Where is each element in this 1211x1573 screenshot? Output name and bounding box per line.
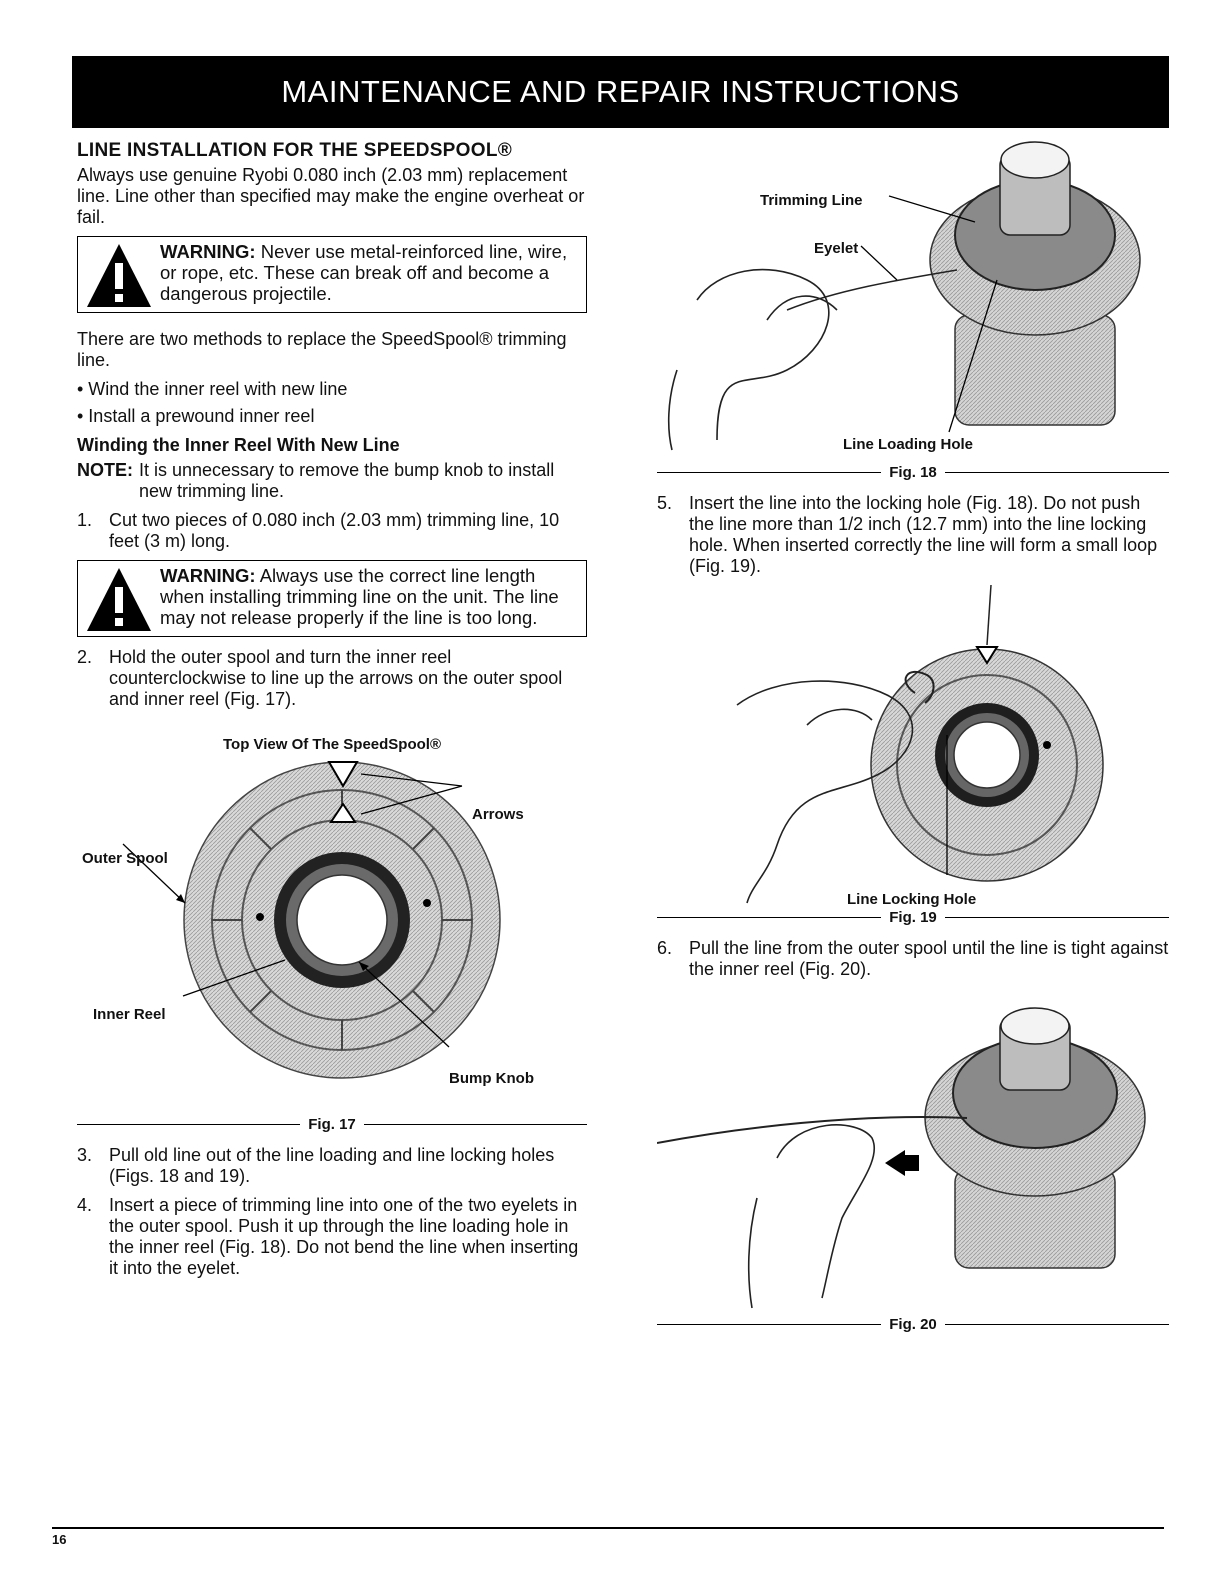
spool-top-view-locking-loop-illustration (736, 585, 1104, 904)
step-1: 1. Cut two pieces of 0.080 inch (2.03 mm… (77, 510, 587, 552)
label-outer-spool: Outer Spool (82, 850, 168, 867)
step-number: 6. (657, 938, 673, 958)
footer-rule (52, 1527, 1164, 1529)
warning-box-metal-line: WARNING: Never use metal-reinforced line… (77, 236, 587, 313)
step-text: Pull old line out of the line loading an… (109, 1145, 555, 1186)
figure-18: Trimming Line Eyelet Line Loading Hole (657, 140, 1169, 458)
warning-label: WARNING: (160, 565, 256, 586)
label-eyelet: Eyelet (814, 240, 859, 257)
figure-19-caption: Fig. 19 (657, 907, 1170, 928)
step-number: 4. (77, 1195, 93, 1215)
label-trimming-line: Trimming Line (760, 192, 863, 209)
figure-17-caption: Fig. 17 (77, 1114, 588, 1135)
step-6: 6. Pull the line from the outer spool un… (657, 938, 1169, 980)
warning-text: Never use metal-reinforced line, wire, o… (160, 241, 568, 304)
spool-side-view-line-insert-illustration (667, 141, 1141, 451)
note-label: NOTE: (77, 460, 133, 480)
bullet-install-prewound: • Install a prewound inner reel (77, 406, 315, 426)
intro-paragraph: Always use genuine Ryobi 0.080 inch (2.0… (77, 165, 585, 227)
label-inner-reel: Inner Reel (93, 1006, 166, 1023)
figure-18-label: Fig. 18 (889, 464, 937, 481)
page-number: 16 (52, 1532, 67, 1547)
step-text: Pull the line from the outer spool until… (689, 938, 1169, 979)
step-3: 3. Pull old line out of the line loading… (77, 1145, 587, 1187)
step-5: 5. Insert the line into the locking hole… (657, 493, 1169, 577)
step-text: Hold the outer spool and turn the inner … (109, 647, 563, 709)
warning-box-line-length: WARNING: Always use the correct line len… (77, 560, 587, 637)
page-header: MAINTENANCE AND REPAIR INSTRUCTIONS (72, 56, 1169, 128)
warning-triangle-icon (87, 244, 151, 307)
step-2: 2. Hold the outer spool and turn the inn… (77, 647, 587, 710)
bullet-wind-inner-reel: • Wind the inner reel with new line (77, 379, 348, 399)
figure-20 (657, 988, 1169, 1314)
step-number: 3. (77, 1145, 93, 1165)
step-text: Insert a piece of trimming line into one… (109, 1195, 579, 1278)
right-column: Trimming Line Eyelet Line Loading Hole F… (657, 140, 1170, 1345)
label-arrows: Arrows (472, 806, 524, 823)
subheading-winding: Winding the Inner Reel With New Line (77, 435, 400, 455)
figure-17-label: Fig. 17 (308, 1116, 356, 1133)
figure-18-caption: Fig. 18 (657, 462, 1170, 483)
note-text: It is unnecessary to remove the bump kno… (139, 460, 555, 501)
spool-pull-line-tight-illustration (657, 1007, 1146, 1309)
speedspool-top-view-illustration (122, 761, 501, 1079)
step-number: 5. (657, 493, 673, 513)
figure-20-label: Fig. 20 (889, 1316, 937, 1333)
step-number: 1. (77, 510, 93, 530)
figure-20-caption: Fig. 20 (657, 1314, 1170, 1335)
label-line-locking-hole: Line Locking Hole (847, 891, 977, 908)
figure-17: Top View Of The SpeedSpool® (77, 734, 587, 1114)
left-column: LINE INSTALLATION FOR THE SPEEDSPOOL® Al… (77, 140, 588, 1287)
methods-intro: There are two methods to replace the Spe… (77, 329, 567, 370)
figure-19: Line Locking Hole (657, 585, 1169, 908)
figure-17-title: Top View Of The SpeedSpool® (222, 736, 441, 753)
warning-text: Always use the correct line length when … (160, 565, 559, 628)
label-bump-knob: Bump Knob (449, 1070, 534, 1087)
page-title: MAINTENANCE AND REPAIR INSTRUCTIONS (281, 74, 960, 109)
figure-19-label: Fig. 19 (889, 909, 937, 926)
step-text: Cut two pieces of 0.080 inch (2.03 mm) t… (109, 510, 560, 551)
label-line-loading-hole: Line Loading Hole (843, 436, 973, 453)
step-text: Insert the line into the locking hole (F… (689, 493, 1158, 576)
step-number: 2. (77, 647, 93, 667)
warning-triangle-icon (87, 568, 151, 631)
note: NOTE: It is unnecessary to remove the bu… (77, 460, 587, 502)
warning-label: WARNING: (160, 241, 256, 262)
section-title: LINE INSTALLATION FOR THE SPEEDSPOOL® (77, 140, 513, 161)
step-4: 4. Insert a piece of trimming line into … (77, 1195, 587, 1279)
